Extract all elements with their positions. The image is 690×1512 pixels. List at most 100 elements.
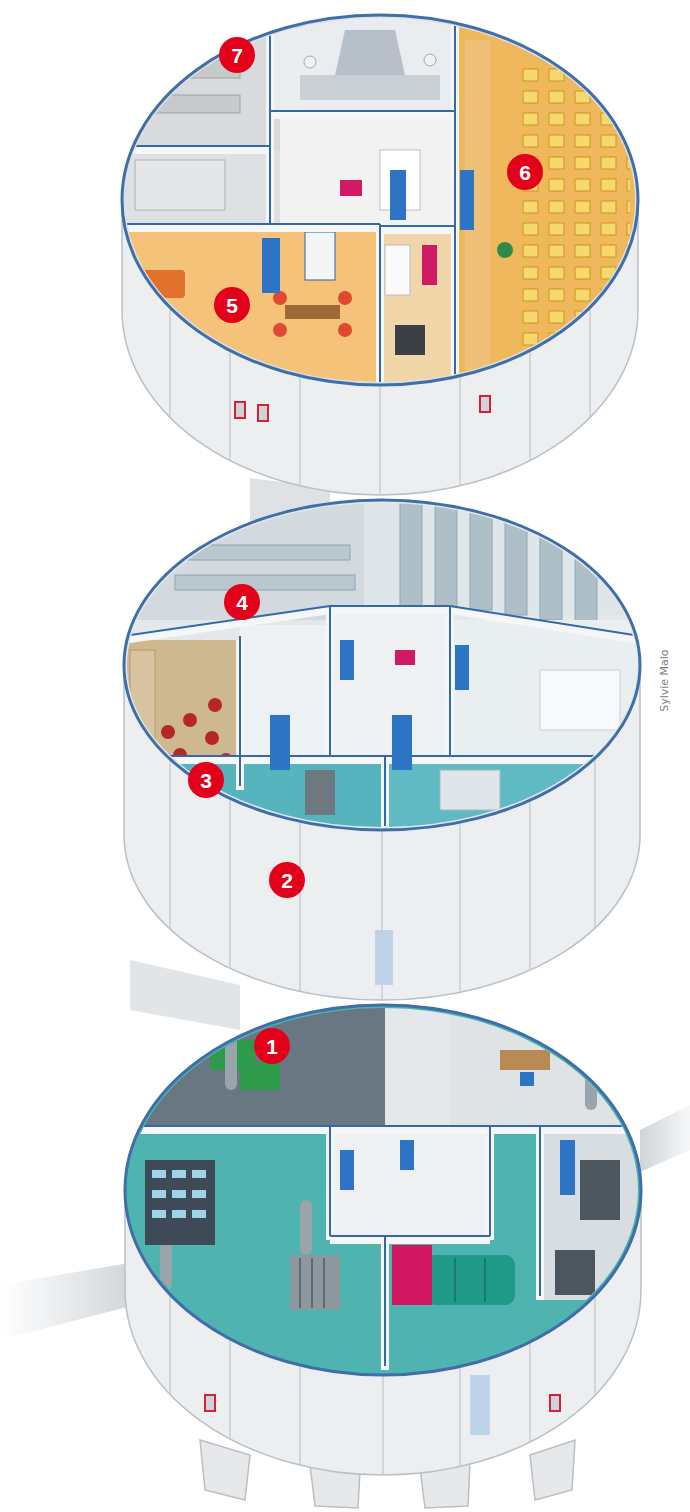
middle-level-part-part (364, 495, 644, 615)
lower-level-part-part-part (172, 1210, 186, 1218)
lower-level-part-part-part (152, 1170, 166, 1178)
lower-level-part-part-part (172, 1190, 186, 1198)
lower-level-part-part (299, 1365, 301, 1465)
connecting-tubes-part (130, 960, 240, 1030)
upper-level-part-part (285, 305, 340, 319)
lower-level-part-part (500, 1050, 550, 1070)
middle-level-part-part (305, 770, 335, 815)
lower-level-part-part (290, 1255, 340, 1310)
lower-level-part-part-part (125, 1130, 640, 1370)
upper-level-part-part (459, 376, 461, 486)
callout-number: 5 (214, 287, 250, 323)
upper-level-part-part (229, 350, 231, 460)
upper-level-part-part (390, 170, 406, 220)
upper-level-part-part (280, 115, 455, 228)
middle-level-part-part (529, 800, 531, 970)
lower-level-part-part (169, 1294, 171, 1394)
callout-number: 2 (269, 862, 305, 898)
connecting-tubes-part (640, 1105, 690, 1172)
middle-level-part-part (299, 821, 301, 991)
middle-level-part-part (540, 670, 620, 730)
middle-level-part-part (175, 575, 355, 590)
lower-level-part-part (340, 1150, 354, 1190)
middle-level-part-part-part (540, 510, 562, 620)
lower-level-part-part (455, 1258, 485, 1302)
upper-level-part-part (460, 170, 474, 230)
lower-level-part-part (580, 1160, 620, 1220)
upper-level-part-part (122, 0, 455, 392)
middle-level-part-part-part (183, 713, 197, 727)
middle-level-part-part (450, 620, 645, 760)
upper-level-part-part (135, 160, 225, 210)
lower-level-part (125, 1000, 645, 1370)
upper-level-part-part (335, 30, 405, 75)
upper-level-part-part (258, 405, 268, 421)
lower-level-part-part (240, 1062, 280, 1090)
upper-level-part-part (304, 56, 316, 68)
middle-level-part-part (124, 610, 640, 830)
lower-level (125, 1000, 645, 1475)
lower-level-part-part (425, 1255, 515, 1305)
station-legs-part (530, 1440, 575, 1500)
lower-level-part-part (594, 1295, 596, 1395)
middle-level-part-part-part (161, 725, 175, 739)
upper-level-part-part (169, 307, 171, 417)
middle-level-part (375, 930, 393, 985)
upper-level-part-part (273, 323, 287, 337)
lower-level-part-part-part (323, 1258, 325, 1308)
lower-level-part-part (152, 1170, 206, 1218)
upper-level-part-part (395, 325, 425, 355)
middle-level-part-part (229, 798, 231, 968)
middle-level-part-part (270, 715, 290, 770)
lower-level-part-part (229, 1339, 231, 1439)
lower-level-part-part (125, 1130, 640, 1370)
middle-level-part-part-part (205, 731, 219, 745)
lower-level-part-part (550, 1395, 560, 1411)
middle-level-part-part (392, 715, 412, 770)
lower-level-part-part (300, 1258, 324, 1308)
middle-level-part-part (455, 645, 469, 690)
callout-number: 3 (188, 762, 224, 798)
upper-level-part-part (122, 0, 455, 388)
upper-level-part-part-part (122, 0, 455, 388)
middle-level-part-part-part (435, 500, 457, 610)
lower-level-part-part-part (152, 1190, 166, 1198)
upper-level-part-part (340, 180, 362, 196)
connecting-tubes-part (0, 1262, 135, 1340)
middle-level-part-part-part (470, 500, 492, 610)
upper-level-part-part (299, 376, 301, 486)
upper-level-part-part (379, 385, 381, 495)
callout-number: 6 (507, 154, 543, 190)
middle-level (110, 495, 645, 1000)
upper-level-part-part (300, 75, 440, 100)
lower-level-part (205, 1395, 560, 1411)
lower-level-part (470, 1375, 490, 1435)
middle-level-part-part (160, 545, 350, 560)
lower-level-part-part (205, 1395, 215, 1411)
lower-level-part-part-part (152, 1210, 166, 1218)
upper-level-part-part-part (122, 0, 455, 392)
upper-level-part-part (262, 238, 280, 293)
upper-level-part (122, 15, 638, 385)
middle-level-part-part-part (124, 610, 640, 830)
upper-level-part-part (497, 242, 513, 258)
lower-level-part-part-part (192, 1190, 206, 1198)
lower-level-part-part (330, 1130, 490, 1240)
station-legs-part (200, 1440, 250, 1500)
lower-level-part-part-part (192, 1210, 206, 1218)
middle-level-part-part (459, 822, 461, 992)
upper-level-part-part (305, 232, 335, 280)
lower-level-part-part-part (192, 1170, 206, 1178)
upper-level-part-part (380, 230, 455, 390)
upper-level-part-part (455, 20, 665, 400)
upper-level-part-part (480, 396, 490, 412)
lower-level-part-part (400, 1140, 414, 1170)
lower-level-part-part (392, 1245, 432, 1305)
lower-level-part-part (560, 1140, 575, 1195)
upper-level-part-part (589, 307, 591, 417)
lower-level-part-part (145, 1160, 215, 1245)
upper-level-part-part (338, 291, 352, 305)
upper-level-part-part (529, 350, 531, 460)
